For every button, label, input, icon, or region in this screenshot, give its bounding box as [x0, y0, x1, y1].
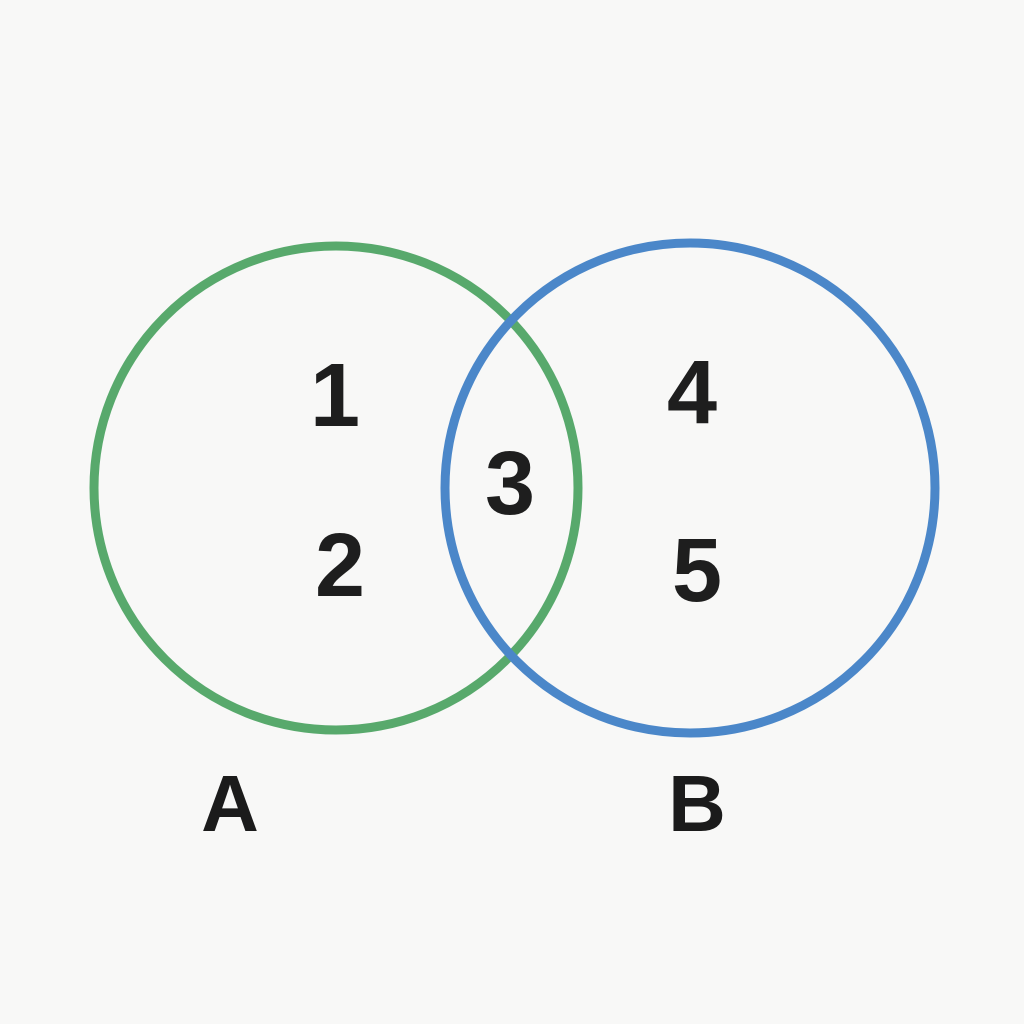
set-b-label: B: [668, 759, 726, 848]
set-b-item-5: 5: [671, 521, 723, 621]
set-b-circle: [440, 238, 940, 738]
set-a-item-1: 1: [309, 346, 361, 446]
intersection-item-3: 3: [484, 434, 536, 534]
set-b-item-4: 4: [666, 343, 718, 443]
set-a-label: A: [201, 759, 259, 848]
set-a-item-2: 2: [314, 516, 366, 616]
set-a-circle: [89, 241, 583, 735]
